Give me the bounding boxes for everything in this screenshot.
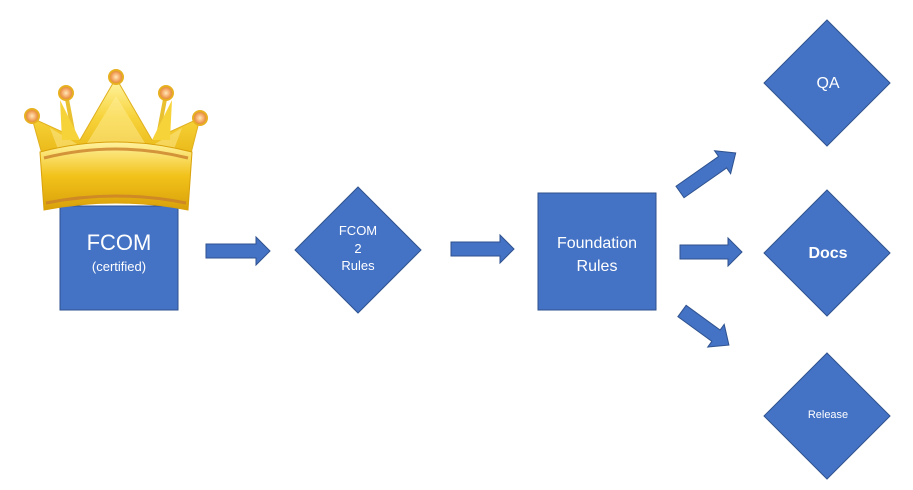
fcom-box bbox=[59, 205, 179, 311]
docs-diamond bbox=[763, 189, 891, 317]
release-diamond bbox=[763, 352, 891, 480]
docs-label: Docs bbox=[808, 245, 848, 262]
release-label: Release bbox=[807, 409, 849, 421]
arrow-foundation-to-qa bbox=[675, 150, 737, 199]
arrow-foundation-to-release bbox=[677, 304, 730, 348]
fcom-title: FCOM bbox=[86, 230, 152, 255]
foundation-box bbox=[537, 192, 657, 311]
fcom2rules-label: FCOM 2 Rules bbox=[318, 222, 398, 275]
fcom2rules-line2: 2 bbox=[354, 240, 362, 256]
fcom2rules-diamond bbox=[294, 186, 422, 314]
qa-label: QA bbox=[816, 75, 840, 92]
arrow-fcom-to-f2r bbox=[205, 235, 271, 267]
fcom2rules-line3: Rules bbox=[341, 258, 375, 274]
arrow-f2r-to-foundation bbox=[450, 233, 515, 265]
arrow-foundation-to-docs bbox=[679, 236, 743, 268]
qa-diamond bbox=[763, 19, 891, 147]
foundation-line2: Rules bbox=[576, 258, 618, 276]
fcom2rules-line1: FCOM bbox=[338, 223, 378, 238]
crown-icon bbox=[24, 69, 208, 211]
fcom-subtitle: (certified) bbox=[91, 259, 147, 274]
foundation-line1: Foundation bbox=[556, 235, 638, 252]
foundation-label: Foundation Rules bbox=[538, 232, 656, 278]
